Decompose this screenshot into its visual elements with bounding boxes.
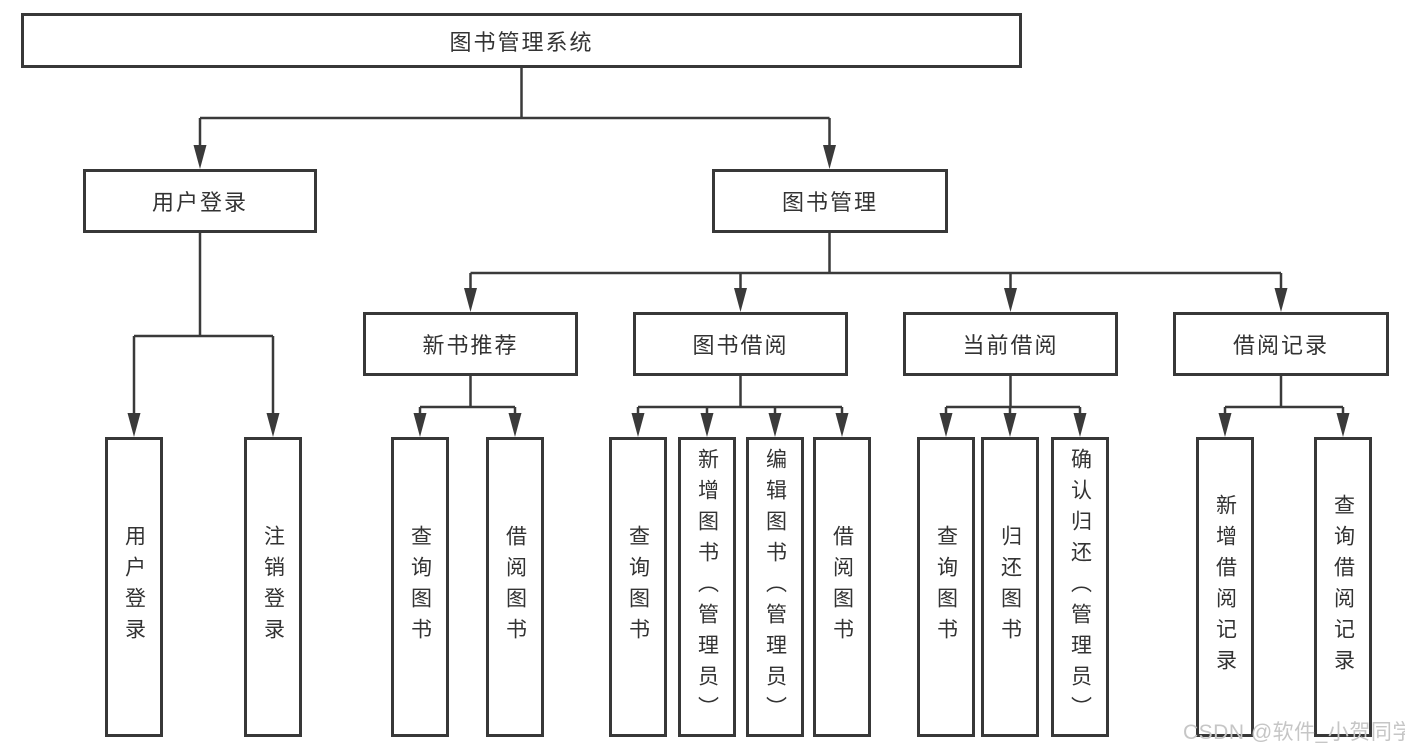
node-leaf-add-borrow-record-label: 新增借阅记录 — [1213, 494, 1237, 680]
arrowhead-icon — [1274, 288, 1288, 312]
connector-root-to-level2 — [193, 68, 836, 169]
node-leaf-query-books-recommend-label: 查询图书 — [408, 525, 432, 649]
node-leaf-add-borrow-record: 新增借阅记录 — [1196, 437, 1254, 737]
node-current-borrow: 当前借阅 — [903, 312, 1118, 376]
node-leaf-logout: 注销登录 — [244, 437, 302, 737]
arrowhead-icon — [823, 145, 836, 169]
node-leaf-user-login: 用户登录 — [105, 437, 163, 737]
node-leaf-query-books-current-label: 查询图书 — [934, 525, 958, 649]
node-leaf-confirm-return-admin: 确认归还（管理员） — [1051, 437, 1109, 737]
node-new-book-recommend: 新书推荐 — [363, 312, 578, 376]
node-leaf-add-books-admin-label: 新增图书（管理员） — [695, 447, 719, 727]
node-leaf-query-borrow-record: 查询借阅记录 — [1314, 437, 1372, 737]
node-leaf-query-books-current: 查询图书 — [917, 437, 975, 737]
node-root-system-label: 图书管理系统 — [449, 29, 594, 55]
arrowhead-icon — [413, 413, 427, 437]
arrowhead-icon — [464, 288, 477, 312]
node-leaf-borrow-books: 借阅图书 — [813, 437, 871, 737]
arrowhead-icon — [1336, 413, 1350, 437]
node-leaf-confirm-return-admin-label: 确认归还（管理员） — [1068, 447, 1092, 727]
node-book-borrow: 图书借阅 — [633, 312, 848, 376]
node-leaf-borrow-books-label: 借阅图书 — [830, 525, 854, 649]
node-user-login-label: 用户登录 — [151, 190, 248, 215]
connector-book-management-to-level3 — [464, 233, 1288, 312]
connector-current-borrow-children — [939, 376, 1087, 437]
arrowhead-icon — [1003, 413, 1017, 437]
connector-user-login-children — [127, 233, 280, 437]
arrowhead-icon — [266, 413, 280, 437]
node-leaf-add-books-admin: 新增图书（管理员） — [678, 437, 736, 737]
connector-new-book-children — [413, 376, 522, 437]
arrowhead-icon — [700, 413, 714, 437]
arrowhead-icon — [835, 413, 849, 437]
connector-book-borrow-children — [631, 376, 849, 437]
node-leaf-query-books-borrow: 查询图书 — [609, 437, 667, 737]
csdn-watermark: CSDN @软件_小贺同学 — [1183, 721, 1405, 744]
node-leaf-logout-label: 注销登录 — [261, 525, 285, 649]
node-root-system: 图书管理系统 — [21, 13, 1022, 68]
node-leaf-edit-books-admin: 编辑图书（管理员） — [746, 437, 804, 737]
arrowhead-icon — [1004, 288, 1017, 312]
arrowhead-icon — [508, 413, 522, 437]
arrowhead-icon — [1218, 413, 1232, 437]
node-book-management: 图书管理 — [712, 169, 948, 233]
node-leaf-user-login-label: 用户登录 — [122, 525, 146, 649]
node-borrow-records-label: 借阅记录 — [1232, 333, 1329, 358]
node-leaf-query-books-recommend: 查询图书 — [391, 437, 449, 737]
arrowhead-icon — [734, 288, 747, 312]
connector-borrow-records-children — [1218, 376, 1350, 437]
node-user-login: 用户登录 — [83, 169, 317, 233]
arrowhead-icon — [127, 413, 141, 437]
node-leaf-return-books: 归还图书 — [981, 437, 1039, 737]
node-leaf-borrow-books-recommend-label: 借阅图书 — [503, 525, 527, 649]
node-book-management-label: 图书管理 — [781, 190, 878, 215]
node-leaf-return-books-label: 归还图书 — [998, 525, 1022, 649]
node-new-book-recommend-label: 新书推荐 — [422, 333, 519, 358]
node-borrow-records: 借阅记录 — [1173, 312, 1389, 376]
node-leaf-borrow-books-recommend: 借阅图书 — [486, 437, 544, 737]
node-book-borrow-label: 图书借阅 — [692, 333, 789, 358]
node-leaf-query-books-borrow-label: 查询图书 — [626, 525, 650, 649]
node-leaf-edit-books-admin-label: 编辑图书（管理员） — [763, 447, 787, 727]
arrowhead-icon — [1073, 413, 1087, 437]
node-leaf-query-borrow-record-label: 查询借阅记录 — [1331, 494, 1355, 680]
arrowhead-icon — [939, 413, 953, 437]
node-current-borrow-label: 当前借阅 — [962, 333, 1059, 358]
arrowhead-icon — [631, 413, 645, 437]
arrowhead-icon — [768, 413, 782, 437]
arrowhead-icon — [193, 145, 207, 169]
